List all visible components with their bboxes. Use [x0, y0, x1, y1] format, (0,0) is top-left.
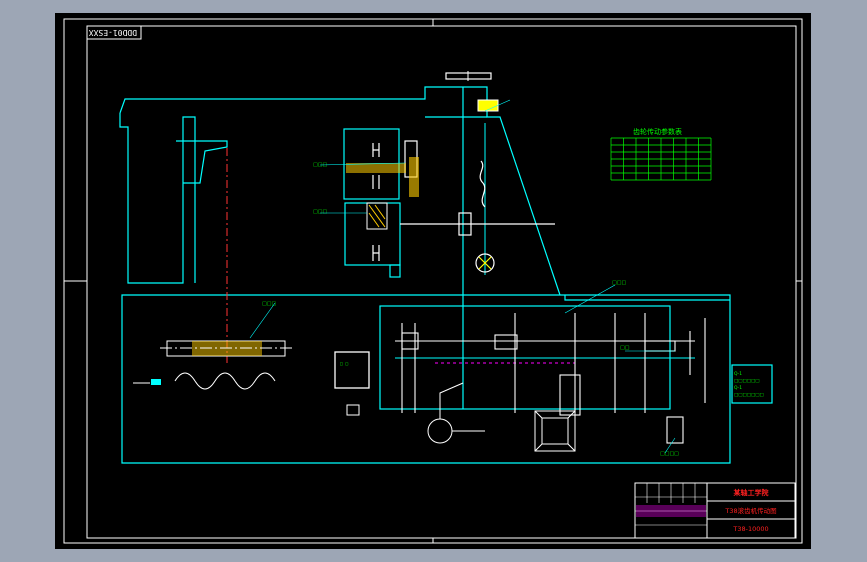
frame-ticks: [64, 19, 802, 543]
feed-train: [395, 313, 706, 444]
worm-wheel-box: [534, 410, 576, 452]
school-name: 某轴工学院: [733, 488, 769, 497]
bracket-arm: [176, 140, 228, 184]
workpiece: [133, 340, 295, 390]
top-handwheel: [445, 71, 492, 81]
machine-base: [121, 294, 731, 464]
callout-3: □□□: [313, 209, 327, 215]
rotated-code: DDD01-ESXX: [89, 28, 137, 37]
mid-shaft: [400, 160, 555, 273]
callout-5: □□: [620, 345, 630, 351]
leader-lines: [249, 99, 676, 454]
machine-frame: [119, 86, 773, 464]
legend-line-2: □□□□□□: [734, 379, 760, 384]
bevel-wheel: [427, 382, 485, 444]
callout-1: □□□: [262, 301, 276, 307]
hatched-shaft-upper: [346, 163, 406, 173]
title-block: 某轴工学院 T38滚齿机传动图 T38-10000: [634, 482, 796, 539]
legend-line-1: Q-1: [734, 371, 742, 377]
drawing-name: T38滚齿机传动图: [724, 506, 776, 515]
callout-6: □□□□: [660, 451, 679, 457]
motor: □ □: [334, 351, 370, 416]
worm-block: [366, 202, 388, 230]
transmission-table: 齿轮传动参数表: [610, 127, 712, 181]
inner-frame: [86, 25, 797, 539]
rotated-code-box: DDD01-ESXX: [86, 25, 142, 40]
upper-gears: [372, 140, 418, 261]
callouts: □□□ □□□ □□□ □□□ □□ □□□□: [262, 162, 679, 457]
legend-box: [731, 364, 773, 404]
index-block: [477, 99, 499, 112]
hatched-shaft-vertical: [409, 157, 419, 197]
outer-frame: [63, 18, 803, 544]
legend: Q-1 □□□□□□ Q-1 □□□□□□□: [734, 371, 764, 398]
legend-line-4: □□□□□□□: [734, 393, 764, 398]
drawing-sheet: DDD01-ESXX: [55, 13, 811, 549]
table-title: 齿轮传动参数表: [633, 127, 682, 136]
drawing-number: T38-10000: [732, 525, 768, 533]
legend-line-3: Q-1: [734, 385, 742, 391]
worm-hatch: [368, 204, 386, 228]
column-outline: [119, 86, 561, 296]
callout-4: □□□: [612, 280, 626, 286]
left-column: [119, 113, 196, 284]
motor-label: □ □: [340, 362, 348, 367]
machine-drawing: DDD01-ESXX: [63, 18, 803, 544]
